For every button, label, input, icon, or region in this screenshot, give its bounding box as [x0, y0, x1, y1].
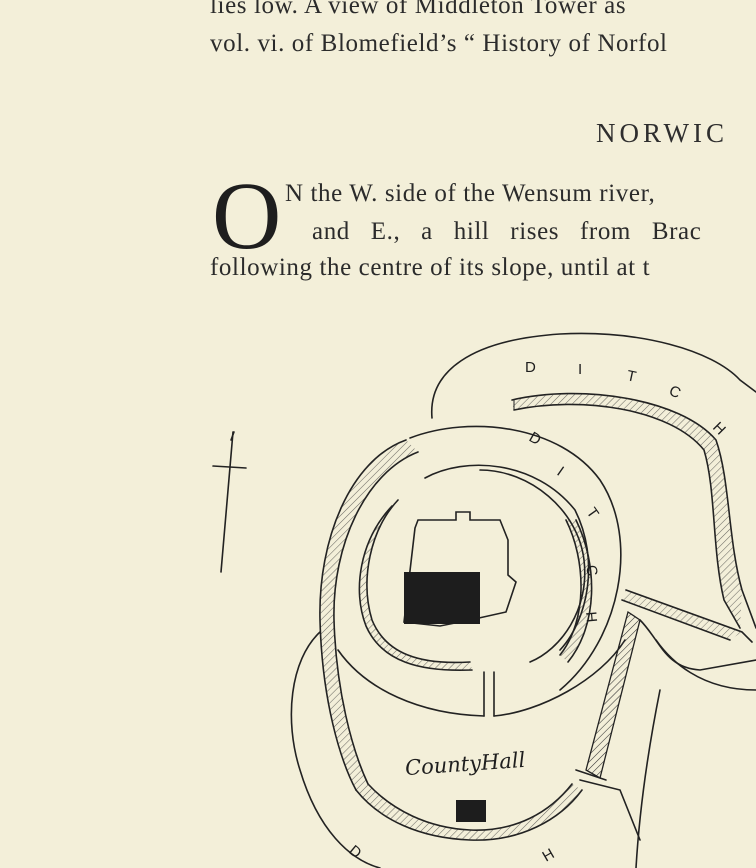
svg-text:C: C: [582, 564, 601, 578]
drop-cap: O: [212, 162, 282, 269]
svg-text:I: I: [554, 463, 567, 479]
ditch-letter-c: C: [666, 382, 683, 402]
svg-text:D: D: [345, 842, 364, 862]
outer-ditch-boundary: [431, 332, 756, 419]
paragraph-line-1: N the W. side of the Wensum river,: [285, 180, 656, 207]
paragraph-line-3: following the centre of its slope, until…: [210, 254, 651, 281]
text-line-2: vol. vi. of Blomefield’s “ History of No…: [210, 30, 668, 57]
inner-ditch-letter-d: D: [526, 429, 544, 449]
paragraph-line-2: and E., a hill rises from Brac: [312, 218, 702, 245]
svg-text:H: H: [582, 611, 600, 623]
text-line-1: lies low. A view of Middleton Tower as: [210, 0, 627, 19]
north-arrow-icon: [220, 431, 234, 573]
ditch-letter-i: I: [578, 361, 582, 378]
keep-block: [404, 572, 480, 624]
svg-text:T: T: [583, 505, 602, 522]
ditch-letter-t: T: [625, 367, 638, 386]
county-hall-block: [456, 800, 486, 822]
ditch-letter-d: D: [525, 359, 536, 376]
section-heading: NORWIC: [596, 118, 728, 148]
svg-text:H: H: [540, 845, 558, 865]
